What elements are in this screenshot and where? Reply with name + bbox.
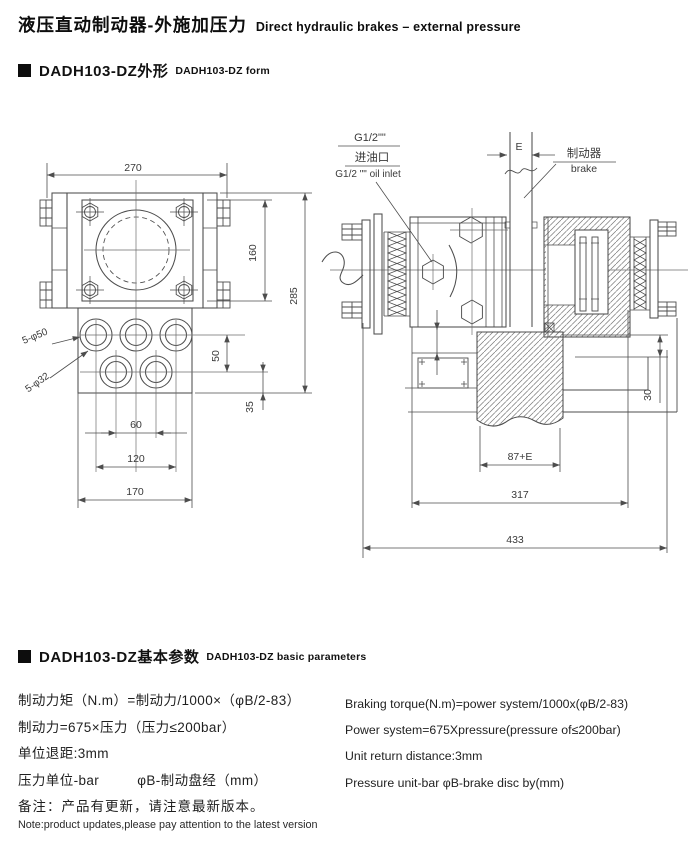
- panel-corner-screws: [76, 198, 198, 304]
- param-line: Power system=675Xpressure(pressure of≤20…: [345, 723, 621, 738]
- dim-E: E: [515, 141, 522, 153]
- param-line: 制动力=675×压力（压力≤200bar）: [18, 719, 236, 735]
- dim-60: 60: [130, 419, 142, 431]
- label-port-size: G1/2"": [354, 132, 386, 144]
- dim-317: 317: [511, 489, 529, 501]
- label-oil-inlet-en: G1/2 "" oil inlet: [335, 169, 401, 180]
- param-line: Pressure unit-bar φB-brake disc by(mm): [345, 775, 565, 790]
- dim-120: 120: [127, 453, 145, 465]
- flange-bolts: [39, 199, 231, 309]
- dim-285: 285: [288, 287, 300, 305]
- label-holes-5x50: 5-φ50: [21, 326, 50, 346]
- param-line: Unit return distance:3mm: [345, 749, 483, 764]
- param-line: Braking torque(N.m)=power system/1000x(φ…: [345, 697, 629, 711]
- technical-drawing: 270 160 285 50 35 60 120 170 5-φ50 5-φ32: [21, 132, 688, 558]
- dim-35: 35: [244, 401, 256, 413]
- parameters-english: Braking torque(N.m)=power system/1000x(φ…: [345, 691, 628, 796]
- dim-87plusE: 87+E: [508, 451, 533, 463]
- dim-160: 160: [247, 244, 259, 262]
- page-title: 液压直动制动器-外施加压力 Direct hydraulic brakes – e…: [18, 12, 521, 37]
- shaft-break-squiggle: [504, 167, 538, 175]
- label-oil-inlet-zh: 进油口: [355, 150, 390, 164]
- left-spring: [383, 231, 411, 317]
- dim-170: 170: [126, 486, 144, 498]
- param-line: 制动力矩（N.m）=制动力/1000×（φB/2-83）: [18, 693, 301, 708]
- front-view-dimensions: [46, 163, 312, 508]
- label-holes-5x32: 5-φ32: [24, 371, 52, 395]
- side-view-dimensions: [338, 145, 668, 558]
- section-params-title-en: DADH103-DZ basic parameters: [206, 650, 367, 663]
- section-params-title-zh: DADH103-DZ基本参数: [39, 649, 200, 666]
- block-hex-bolts: [422, 208, 508, 335]
- disc-hub-section: [476, 331, 564, 427]
- section-header-params: DADH103-DZ基本参数 DADH103-DZ basic paramete…: [18, 646, 366, 667]
- side-view-dim-labels: E 87+E 317 433 30 G1/2"" 进油口 G1/2 "" oil…: [335, 132, 654, 546]
- param-line: 单位退距:3mm: [18, 746, 109, 761]
- dim-50: 50: [210, 350, 222, 362]
- friction-plates: [579, 236, 599, 312]
- right-spring: [629, 236, 651, 311]
- section-marker-icon: [18, 64, 31, 77]
- dim-270: 270: [124, 162, 142, 174]
- page-title-zh: 液压直动制动器-外施加压力: [18, 15, 247, 35]
- section-marker-icon: [18, 650, 31, 663]
- section-form-title-en: DADH103-DZ form: [175, 64, 270, 77]
- side-view: [321, 132, 688, 427]
- label-brake-en: brake: [571, 163, 597, 175]
- front-view: [39, 180, 268, 472]
- section-header-form: DADH103-DZ外形 DADH103-DZ form: [18, 60, 270, 81]
- section-form-title-zh: DADH103-DZ外形: [39, 63, 169, 80]
- dim-30: 30: [642, 389, 654, 401]
- page-title-en: Direct hydraulic brakes – external press…: [255, 20, 521, 34]
- cable-lead: [321, 251, 364, 286]
- nameplate: [417, 357, 469, 389]
- dim-433: 433: [506, 534, 524, 546]
- parameters-chinese: 制动力矩（N.m）=制动力/1000×（φB/2-83） 制动力=675×压力（…: [18, 688, 301, 794]
- label-brake-zh: 制动器: [567, 147, 602, 160]
- note-english: Note:product updates,please pay attentio…: [18, 819, 318, 831]
- note-chinese: 备注：产品有更新，请注意最新版本。: [18, 799, 265, 814]
